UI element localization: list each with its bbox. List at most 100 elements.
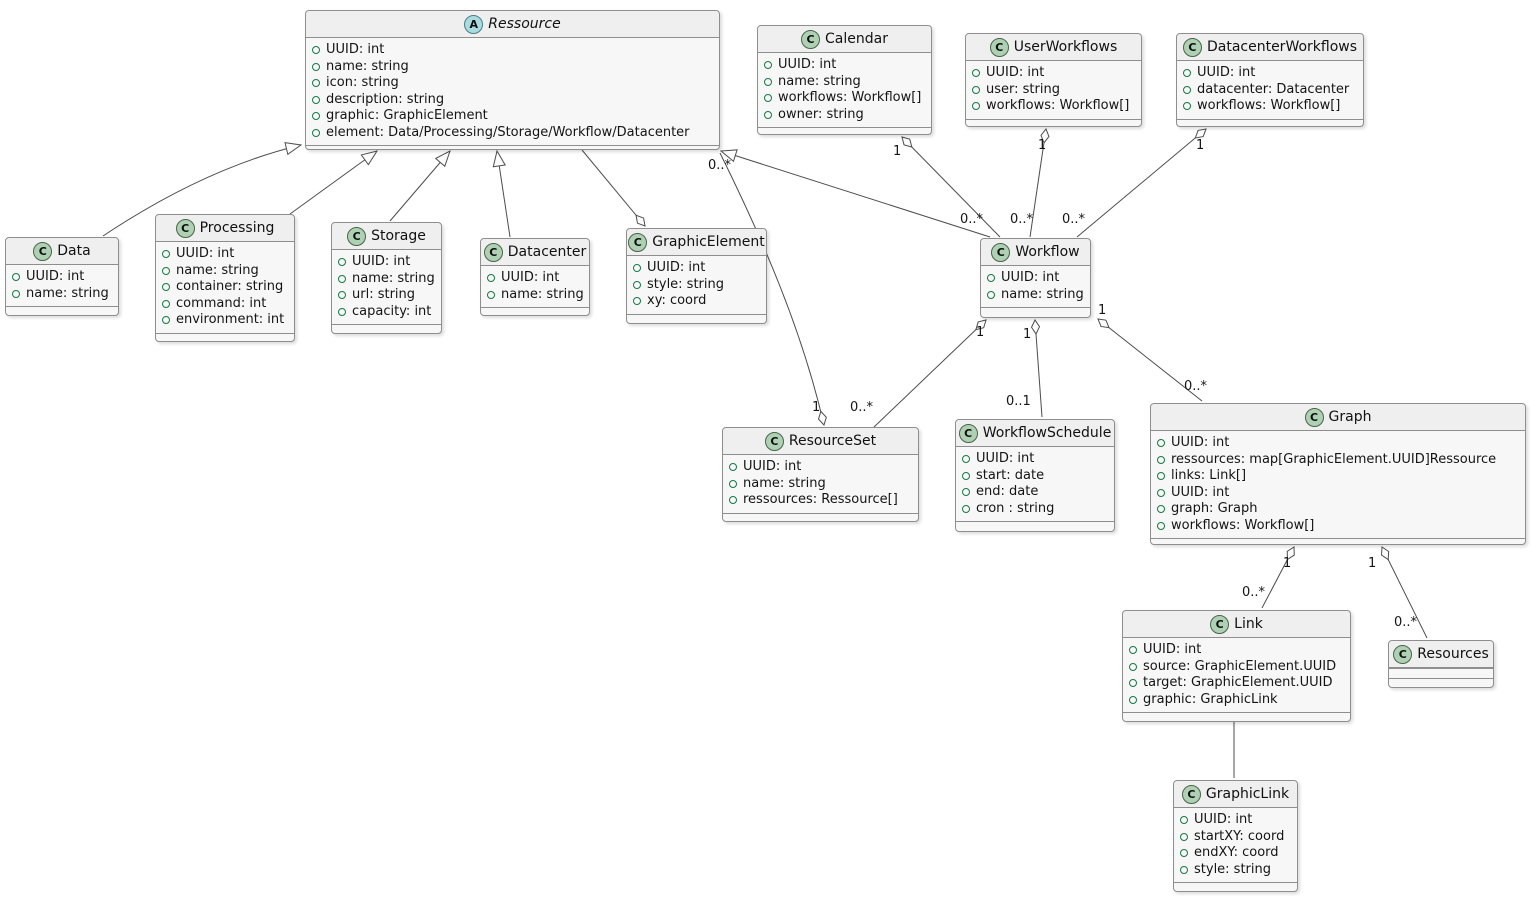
class-resourceset-attributes: UUID: int name: string ressources: Resso…: [723, 455, 918, 513]
class-storage-methods: [332, 324, 441, 333]
class-resources-title: C Resources: [1389, 641, 1493, 668]
relation-datacenterworkflows-workflow: [1076, 128, 1207, 238]
attribute: target: GraphicElement.UUID: [1129, 675, 1342, 692]
class-icon: C: [764, 431, 784, 451]
attribute: name: string: [729, 476, 910, 493]
relation-calendar-workflow: [901, 136, 1001, 238]
attribute-text: UUID: int: [647, 260, 706, 275]
attribute: UUID: int: [729, 459, 910, 476]
field-icon: [312, 46, 320, 55]
attribute: graphic: GraphicLink: [1129, 692, 1342, 709]
multiplicity-label: 1: [812, 400, 821, 415]
multiplicity-label: 0..*: [1242, 585, 1266, 600]
attribute-text: element: Data/Processing/Storage/Workflo…: [326, 124, 690, 140]
attribute: element: Data/Processing/Storage/Workflo…: [312, 125, 711, 142]
relation-workflow-resourceset: [873, 319, 987, 428]
relation-processing-extends-ressource: [289, 151, 377, 215]
attribute-text: name: string: [26, 285, 109, 301]
attribute-text: graph: Graph: [1171, 501, 1258, 516]
field-icon: [312, 95, 320, 104]
class-name: Datacenter: [507, 244, 587, 260]
field-icon: [764, 94, 772, 103]
attribute: UUID: int: [312, 42, 711, 59]
attribute-text: url: string: [352, 287, 416, 302]
class-data-methods: [6, 306, 118, 315]
class-datacenter-title: C Datacenter: [481, 239, 589, 266]
field-icon: [764, 77, 772, 86]
field-icon: [1157, 439, 1165, 448]
field-icon: [338, 307, 346, 316]
class-graph: C Graph UUID: int ressources: map[Graphi…: [1150, 403, 1526, 545]
field-icon: [633, 297, 641, 306]
class-ressource: A Ressource UUID: int name: string icon:…: [305, 10, 720, 150]
class-storage: C Storage UUID: int name: string url: st…: [331, 222, 442, 334]
field-icon: [1180, 849, 1188, 858]
relation-data-extends-ressource: [102, 145, 301, 237]
class-name: Storage: [371, 228, 426, 244]
attribute-text: UUID: int: [326, 42, 385, 57]
class-resources-attributes: [1389, 668, 1493, 678]
attribute-text: links: Link[]: [1171, 468, 1247, 483]
field-icon: [162, 299, 170, 308]
attribute: UUID: int: [633, 260, 758, 277]
relation-storage-extends-ressource: [389, 151, 450, 222]
attribute-text: owner: string: [778, 106, 864, 122]
multiplicity-label: 0..1: [1006, 394, 1031, 409]
attribute-text: cron : string: [976, 500, 1055, 516]
class-processing-title: C Processing: [156, 215, 294, 242]
field-icon: [729, 479, 737, 488]
class-icon: C: [801, 29, 821, 49]
attribute-text: workflows: Workflow[]: [986, 98, 1130, 113]
class-datacenter: C Datacenter UUID: int name: string: [480, 238, 590, 316]
field-icon: [162, 283, 170, 292]
attribute-text: workflows: Workflow[]: [778, 90, 922, 105]
class-icon: C: [991, 242, 1011, 262]
field-icon: [764, 61, 772, 70]
multiplicity-label: 0..*: [1184, 379, 1208, 394]
attribute: environment: int: [162, 312, 286, 329]
attribute-text: name: string: [1001, 286, 1084, 302]
field-icon: [962, 455, 970, 464]
class-processing-methods: [156, 332, 294, 342]
class-name: GraphicLink: [1205, 786, 1290, 802]
class-datacenter-attributes: UUID: int name: string: [481, 266, 589, 307]
field-icon: [1157, 455, 1165, 464]
class-name: Link: [1234, 616, 1263, 632]
attribute: links: Link[]: [1157, 468, 1517, 485]
attribute-text: UUID: int: [352, 254, 411, 269]
multiplicity-label: 1: [1038, 138, 1047, 153]
class-data-title: C Data: [6, 238, 118, 265]
class-graphicelement-title: C GraphicElement: [627, 229, 766, 256]
attribute-text: name: string: [176, 262, 259, 278]
class-calendar-methods: [758, 127, 931, 134]
field-icon: [1129, 662, 1137, 671]
class-data-attributes: UUID: int name: string: [6, 265, 118, 306]
class-icon: C: [1210, 614, 1230, 634]
field-icon: [312, 128, 320, 137]
class-ressource-title: A Ressource: [306, 11, 719, 38]
attribute-text: UUID: int: [1171, 435, 1230, 450]
class-name: Workflow: [1015, 244, 1080, 260]
class-link-methods: [1123, 712, 1350, 721]
attribute: style: string: [1180, 862, 1289, 879]
attribute: graphic: GraphicElement: [312, 108, 711, 125]
class-name: WorkflowSchedule: [982, 425, 1112, 441]
attribute: name: string: [487, 287, 584, 304]
attribute-text: startXY: coord: [1194, 828, 1285, 844]
field-icon: [1129, 646, 1137, 655]
relation-resourceset-ressource: [719, 152, 827, 426]
attribute: UUID: int: [987, 270, 1082, 287]
attribute-text: user: string: [986, 81, 1060, 97]
field-icon: [962, 488, 970, 497]
field-icon: [962, 504, 970, 513]
class-ressource-methods: [306, 145, 719, 152]
class-processing-attributes: UUID: int name: string container: string…: [156, 242, 294, 333]
class-name: Calendar: [825, 31, 888, 47]
class-workflow-title: C Workflow: [981, 239, 1090, 266]
class-userworkflows-methods: [966, 118, 1141, 127]
field-icon: [987, 290, 995, 299]
attribute: UUID: int: [764, 57, 923, 74]
attribute: style: string: [633, 277, 758, 294]
attribute: UUID: int: [1157, 485, 1517, 502]
